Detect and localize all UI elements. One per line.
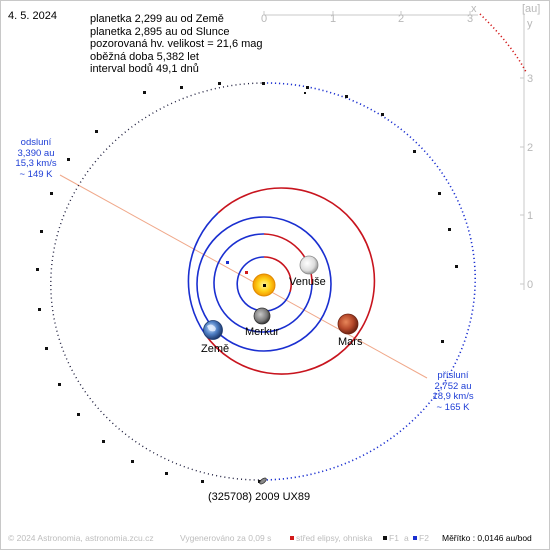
- asteroid-orbit-far: [50, 82, 264, 481]
- footer-legend-a: a: [404, 533, 409, 543]
- footer-render-time: Vygenerováno za 0,09 s: [180, 533, 272, 543]
- perihelion-distance: 2,752 au: [434, 380, 472, 392]
- top-axis-label-1: 1: [330, 13, 337, 25]
- mercury-orbit-near: [236, 256, 291, 312]
- apsis-line: [59, 174, 428, 379]
- legend-f1-marker: [383, 536, 387, 540]
- top-axis-label-0: 0: [261, 13, 268, 25]
- ellipse-focus-f2: [226, 261, 229, 264]
- right-axis-label-0: 0: [527, 279, 534, 291]
- mars-label: Mars: [338, 336, 363, 348]
- mercury-label: Merkur: [245, 326, 280, 338]
- right-axis-label-2: 2: [527, 142, 534, 154]
- aphelion-info: odsluní 3,390 au 15,3 km/s ~ 149 K: [10, 137, 62, 180]
- info-line-period: oběžná doba 5,382 let: [90, 51, 199, 63]
- venus-label: Venuše: [289, 276, 326, 288]
- footer-copyright: © 2024 Astronomia, astronomia.zcu.cz: [8, 533, 154, 543]
- footer-legend-center: střed elipsy, ohniska: [296, 533, 373, 543]
- info-line-sun-distance: planetka 2,895 au od Slunce: [90, 26, 230, 38]
- earth-label: Země: [201, 343, 230, 355]
- asteroid-orbit-offframe: [479, 13, 527, 73]
- aphelion-distance: 3,390 au: [17, 147, 55, 159]
- axis-unit-label: [au]: [522, 3, 541, 15]
- venus-icon: [299, 255, 319, 275]
- info-line-interval: interval bodů 49,1 dnů: [90, 63, 199, 75]
- aphelion-speed: 15,3 km/s: [15, 158, 57, 169]
- right-axis-name: y: [527, 18, 533, 30]
- asteroid-label: (325708) 2009 UX89: [208, 491, 311, 503]
- top-axis-label-3: 3: [467, 13, 474, 25]
- earth-cloud-detail: [207, 324, 216, 332]
- aphelion-title: odsluní: [20, 137, 52, 148]
- legend-f2-marker: [413, 536, 417, 540]
- footer-scale: Měřítko : 0,0146 au/bod: [442, 533, 532, 543]
- focus-marker: [263, 284, 266, 287]
- venus-orbit-near: [213, 233, 313, 333]
- footer-legend-f2: F2: [419, 533, 429, 543]
- info-line-magnitude: pozorovaná hv. velikost = 21,6 mag: [90, 38, 263, 50]
- perihelion-temp: ~ 165 K: [436, 401, 470, 413]
- perihelion-speed: 18,9 km/s: [432, 391, 474, 402]
- right-axis-label-3: 3: [527, 73, 534, 85]
- ellipse-center: [245, 271, 248, 274]
- asteroid-icon: [259, 477, 267, 485]
- mars-orbit-near: [187, 212, 219, 335]
- legend-center-marker: [290, 536, 294, 540]
- right-axis-label-1: 1: [527, 210, 534, 222]
- footer-legend-f1: F1: [389, 533, 399, 543]
- mercury-orbit-far: [263, 256, 293, 293]
- perihelion-info: přísluní 2,752 au 18,9 km/s ~ 165 K: [427, 370, 479, 413]
- earth-orbit: [196, 216, 332, 352]
- info-line-earth-distance: planetka 2,299 au od Země: [90, 13, 224, 25]
- mars-orbit-far: [204, 187, 376, 375]
- top-axis-label-2: 2: [398, 13, 405, 25]
- asteroid-epoch-points: [36, 82, 458, 483]
- top-axis-name: x: [471, 3, 477, 15]
- perihelion-title: přísluní: [437, 370, 469, 381]
- date-label: 4. 5. 2024: [8, 10, 57, 22]
- venus-orbit-far: [263, 233, 313, 285]
- mercury-icon: [253, 307, 271, 325]
- mars-icon: [337, 313, 359, 335]
- aphelion-temp: ~ 149 K: [19, 168, 53, 180]
